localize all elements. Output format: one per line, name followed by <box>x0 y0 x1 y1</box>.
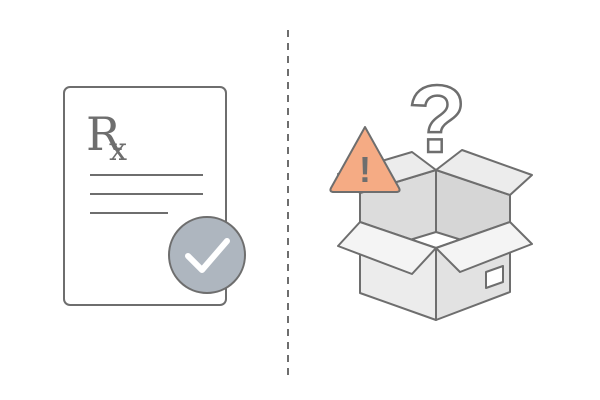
warning-exclamation: ! <box>359 149 371 190</box>
checkmark-icon <box>168 216 246 294</box>
question-mark-icon: ? <box>406 65 467 175</box>
check-mark <box>185 238 230 273</box>
rx-symbol: R x <box>86 107 127 168</box>
box-flap-front-right <box>435 221 533 273</box>
warning-triangle-icon: ! <box>329 126 401 193</box>
box-flap-front-left <box>337 221 437 275</box>
rx-letter-x: x <box>109 130 127 168</box>
box-label <box>485 265 504 289</box>
question-glyph: ? <box>408 66 467 173</box>
open-box-icon <box>337 149 533 321</box>
rx-letter-r: R <box>86 107 122 161</box>
prescription-document: R x <box>63 86 246 306</box>
box-flap-back-right <box>435 149 533 196</box>
warning-triangle-shape <box>329 126 401 193</box>
check-badge-circle <box>168 216 246 294</box>
